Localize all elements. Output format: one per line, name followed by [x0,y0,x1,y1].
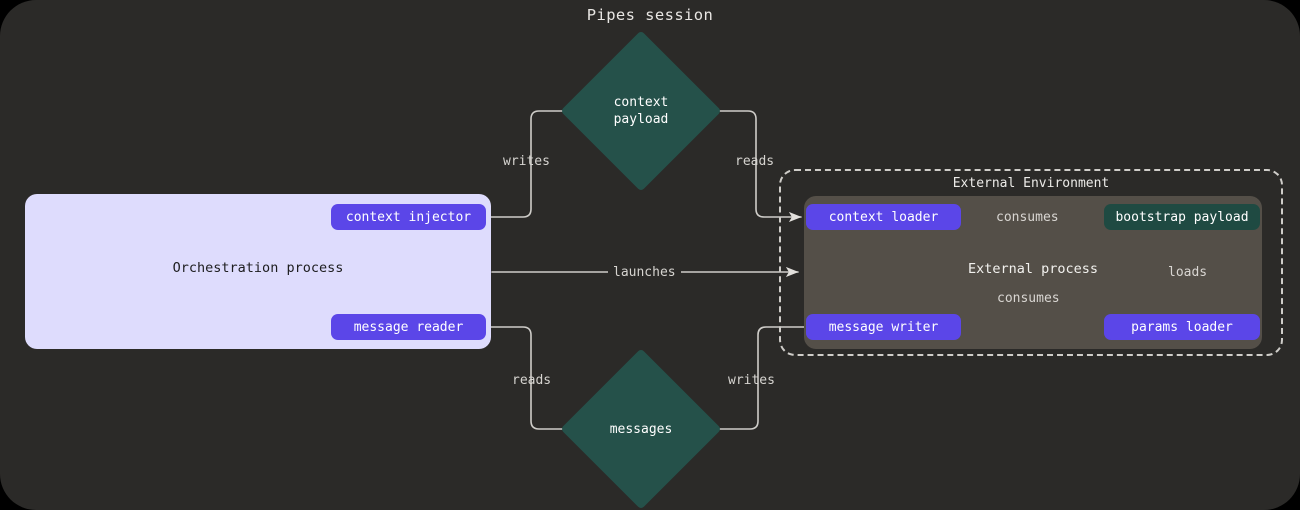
edge-writes-messages [701,326,807,435]
edge-label-writes-context: writes [503,154,550,169]
external-environment-label: External Environment [952,176,1110,191]
node-context-loader[interactable]: context loader [806,204,961,230]
node-message-reader-label: message reader [353,319,464,335]
edge-label-writes-messages: writes [728,373,775,388]
edge-label-loads-params: loads [1162,265,1214,280]
store-context-payload-label: context payload [613,95,669,127]
edge-label-reads-messages: reads [512,373,551,388]
node-bootstrap-payload[interactable]: bootstrap payload [1104,204,1260,230]
store-messages-label: messages [609,421,673,437]
edge-label-launches: launches [608,265,681,280]
node-message-reader[interactable]: message reader [331,314,486,340]
node-context-loader-label: context loader [828,209,939,225]
node-message-writer-label: message writer [828,319,939,335]
edge-label-text: reads [735,154,775,169]
orchestration-process-label: Orchestration process [172,260,344,276]
node-bootstrap-payload-label: bootstrap payload [1115,209,1249,225]
edge-label-consumes-context: consumes [990,210,1065,225]
node-params-loader[interactable]: params loader [1104,314,1260,340]
edge-label-reads-context: reads [735,154,774,169]
store-context-payload[interactable]: context payload [560,30,722,192]
external-environment-box: External Environment [779,169,1283,356]
edge-writes-context [490,105,585,218]
edge-label-text: consumes [996,210,1059,225]
edge-reads-messages [490,326,585,435]
edge-label-text: consumes [997,291,1060,306]
store-messages[interactable]: messages [560,348,722,510]
external-process-label: External process [967,261,1099,277]
edge-label-consumes-message: consumes [991,291,1066,306]
edge-label-text: loads [1168,265,1208,280]
node-context-injector[interactable]: context injector [331,204,486,230]
node-context-injector-label: context injector [345,209,472,225]
edge-label-text: writes [503,154,550,169]
node-params-loader-label: params loader [1131,319,1233,335]
edge-label-text: launches [613,265,676,280]
page-title: Pipes session [586,6,714,24]
node-message-writer[interactable]: message writer [806,314,961,340]
edge-label-text: writes [728,373,775,388]
edge-label-text: reads [512,373,552,388]
edge-reads-context [699,110,802,223]
